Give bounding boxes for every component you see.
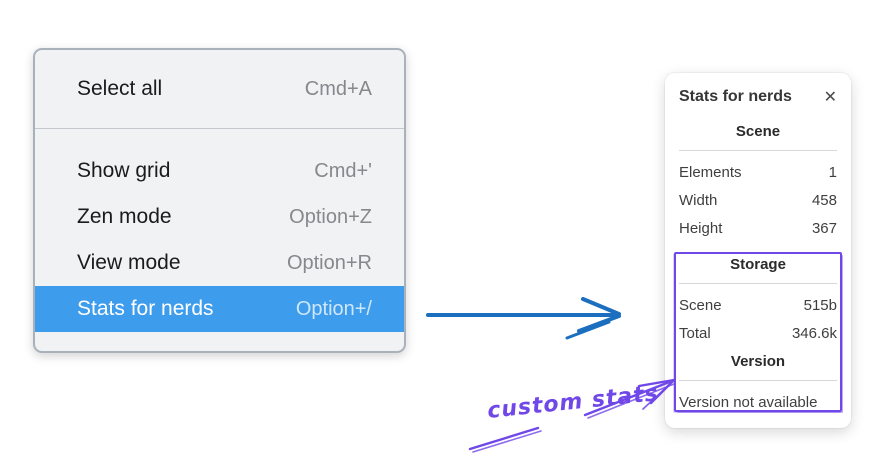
section-title-storage: Storage xyxy=(730,256,786,273)
stat-row-width: Width 458 xyxy=(679,186,837,214)
section-divider xyxy=(679,380,837,381)
stat-value: 458 xyxy=(811,191,837,209)
stat-row-storage-total: Total 346.6k xyxy=(679,319,837,347)
menu-item-zen-mode[interactable]: Zen mode Option+Z xyxy=(35,194,404,240)
stat-row-height: Height 367 xyxy=(679,214,837,242)
stat-value: 346.6k xyxy=(791,324,837,342)
stat-label: Height xyxy=(679,219,723,237)
menu-item-select-all[interactable]: Select all Cmd+A xyxy=(35,66,404,112)
stat-label: Elements xyxy=(679,163,742,181)
annotation-label: custom stats xyxy=(486,381,660,424)
stat-row-elements: Elements 1 xyxy=(679,158,837,186)
stat-value: 515b xyxy=(803,296,837,314)
menu-item-label: Select all xyxy=(77,77,163,100)
close-icon[interactable]: ✕ xyxy=(823,87,837,106)
stats-panel-header: Stats for nerds ✕ xyxy=(679,85,837,109)
stat-label: Total xyxy=(679,324,711,342)
menu-item-view-mode[interactable]: View mode Option+R xyxy=(35,240,404,286)
stat-label: Scene xyxy=(679,296,722,314)
context-menu: Select all Cmd+A Show grid Cmd+' Zen mod… xyxy=(33,48,406,353)
section-title-version: Version xyxy=(730,353,786,370)
menu-item-label: Zen mode xyxy=(77,205,172,228)
menu-item-label: Stats for nerds xyxy=(77,297,214,320)
stat-value: 367 xyxy=(811,219,837,237)
section-divider xyxy=(679,283,837,284)
section-title-scene: Scene xyxy=(735,123,781,140)
menu-item-shortcut: Option+/ xyxy=(295,297,372,320)
menu-item-label: Show grid xyxy=(77,159,171,182)
menu-item-shortcut: Option+R xyxy=(286,251,372,274)
stats-panel-title: Stats for nerds xyxy=(679,88,792,105)
menu-item-shortcut: Cmd+' xyxy=(314,159,372,182)
stat-label: Width xyxy=(679,191,718,209)
section-divider xyxy=(679,150,837,151)
version-note: Version not available xyxy=(679,393,818,411)
stat-value: 1 xyxy=(828,163,837,181)
menu-item-shortcut: Option+Z xyxy=(289,205,372,228)
arrow-menu-to-panel xyxy=(426,297,621,340)
menu-item-show-grid[interactable]: Show grid Cmd+' xyxy=(35,148,404,194)
stats-panel: Stats for nerds ✕ Scene Elements 1 Width… xyxy=(665,73,851,428)
menu-divider xyxy=(35,128,404,129)
stat-row-storage-scene: Scene 515b xyxy=(679,291,837,319)
menu-item-label: View mode xyxy=(77,251,181,274)
menu-item-stats-for-nerds[interactable]: Stats for nerds Option+/ xyxy=(35,286,404,332)
menu-item-shortcut: Cmd+A xyxy=(304,77,372,100)
